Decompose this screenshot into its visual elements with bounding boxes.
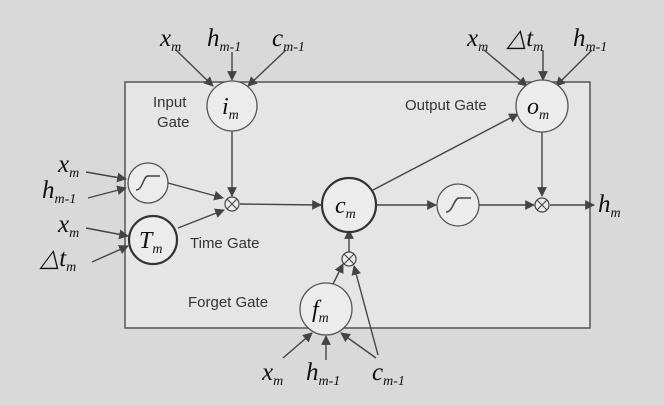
svg-text:fm: fm [312, 297, 329, 326]
left-x-m-upper: xm [57, 151, 79, 181]
forget-x-m: xm [261, 359, 283, 389]
output-gate-node: om [515, 79, 569, 133]
input-gate-label-line2: Gate [157, 114, 190, 131]
input-x-m: xm [159, 25, 181, 55]
time-gate-node: Tm [127, 214, 179, 266]
tanh-activation-icon [436, 183, 480, 227]
left-x-m-lower: xm [57, 211, 79, 241]
output-gate-label: Output Gate [405, 97, 487, 114]
svg-text:cm: cm [335, 193, 356, 222]
output-delta-t-m: △tm [506, 25, 543, 55]
multiply-icon-output [534, 197, 550, 213]
forget-c-m-1: cm-1 [372, 359, 405, 389]
sigmoid-activation-icon [127, 162, 169, 204]
time-gate-label: Time Gate [190, 235, 259, 252]
forget-h-m-1: hm-1 [306, 359, 340, 389]
forget-gate-label: Forget Gate [188, 294, 268, 311]
input-c-m-1: cm-1 [272, 25, 305, 55]
multiply-icon-input [224, 196, 240, 212]
svg-text:Tm: Tm [139, 228, 162, 257]
cell-state-node: cm [320, 176, 378, 234]
forget-gate-node: fm [299, 282, 353, 336]
input-gate-node: im [206, 80, 258, 132]
svg-text:om: om [527, 94, 549, 123]
multiply-icon-forget [341, 251, 357, 267]
output-h-m-1: hm-1 [573, 25, 607, 55]
output-h-m: hm [598, 191, 621, 221]
svg-text:im: im [222, 94, 239, 123]
input-h-m-1: hm-1 [207, 25, 241, 55]
input-gate-label-line1: Input [153, 94, 187, 111]
left-h-m-1: hm-1 [42, 177, 76, 207]
left-delta-t-m: △tm [39, 245, 76, 275]
output-x-m: xm [466, 25, 488, 55]
